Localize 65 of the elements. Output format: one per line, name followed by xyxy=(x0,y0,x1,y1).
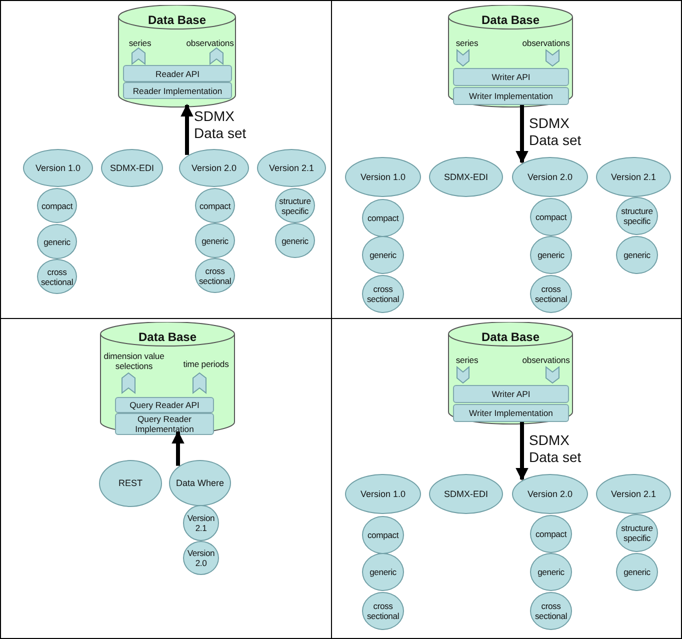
heading-label: Data Base xyxy=(480,13,541,27)
variant-circle: cross sectional xyxy=(362,275,404,313)
variant-circle: generic xyxy=(616,236,658,274)
variant-circle: generic xyxy=(362,553,404,591)
format-ellipse: SDMX-EDI xyxy=(429,157,503,197)
format-ellipse: Version 2.0 xyxy=(512,157,588,197)
format-ellipse: Version 1.0 xyxy=(345,157,421,197)
arrow xyxy=(180,104,194,155)
chevron-label: series xyxy=(450,353,484,365)
variant-circle: compact xyxy=(362,199,404,237)
protocol-ellipse: REST xyxy=(99,460,162,507)
arrow xyxy=(516,105,528,164)
variant-circle: generic xyxy=(616,553,658,591)
database-cylinder xyxy=(100,322,235,435)
variant-circle: structure specific xyxy=(616,197,658,235)
chevron-label: observations xyxy=(180,36,240,48)
format-ellipse: Version 2.0 xyxy=(179,149,249,187)
format-ellipse: Version 1.0 xyxy=(345,474,421,514)
format-ellipse: Version 1.0 xyxy=(23,149,93,187)
heading-label: Data Base xyxy=(480,330,541,344)
format-ellipse: Version 2.1 xyxy=(596,474,671,514)
database-cylinder xyxy=(448,5,573,108)
variant-circle: generic xyxy=(195,223,235,258)
variant-circle: generic xyxy=(530,553,572,591)
variant-circle: cross sectional xyxy=(530,275,572,313)
arrow xyxy=(516,422,528,481)
heading-label: Data Base xyxy=(146,13,208,27)
database-cylinder xyxy=(448,322,573,425)
chevron-label: observations xyxy=(516,353,576,365)
variant-circle: cross sectional xyxy=(362,592,404,630)
format-ellipse: Version 2.0 xyxy=(512,474,588,514)
variant-circle: compact xyxy=(37,188,77,223)
implementation-layer-box: Writer Implementation xyxy=(453,404,569,422)
chevron-label: time periods xyxy=(178,357,234,369)
implementation-layer-box: Writer Implementation xyxy=(453,87,569,105)
format-ellipse: Version 2.1 xyxy=(596,157,671,197)
chevron-label: series xyxy=(450,36,484,48)
api-layer-box: Query Reader API xyxy=(115,397,214,413)
variant-circle: cross sectional xyxy=(37,259,77,294)
variant-circle: compact xyxy=(362,516,404,554)
implementation-layer-box: Query Reader Implementation xyxy=(115,413,214,435)
protocol-ellipse: Data Where xyxy=(169,460,231,506)
version-circle: Version 2.0 xyxy=(183,541,219,575)
format-ellipse: SDMX-EDI xyxy=(429,474,503,514)
chevron-label: observations xyxy=(516,36,576,48)
variant-circle: cross sectional xyxy=(530,592,572,630)
variant-circle: structure specific xyxy=(616,514,658,552)
variant-circle: compact xyxy=(530,515,572,553)
version-circle: Version 2.1 xyxy=(183,505,219,541)
format-ellipse: SDMX-EDI xyxy=(101,149,163,187)
heading-label: Data Base xyxy=(137,330,198,344)
variant-circle: cross sectional xyxy=(195,258,235,293)
implementation-layer-box: Reader Implementation xyxy=(123,82,232,99)
variant-circle: compact xyxy=(195,188,235,223)
variant-circle: generic xyxy=(530,236,572,274)
chevron-label: series xyxy=(122,36,158,48)
variant-circle: generic xyxy=(37,224,77,259)
variant-circle: structure specific xyxy=(275,188,315,223)
variant-circle: generic xyxy=(362,236,404,274)
variant-circle: generic xyxy=(275,223,315,258)
database-cylinder xyxy=(118,5,236,108)
variant-circle: compact xyxy=(530,198,572,236)
chevron-label: dimension value selections xyxy=(101,349,167,371)
format-ellipse: Version 2.1 xyxy=(257,149,326,187)
arrow xyxy=(172,430,184,466)
